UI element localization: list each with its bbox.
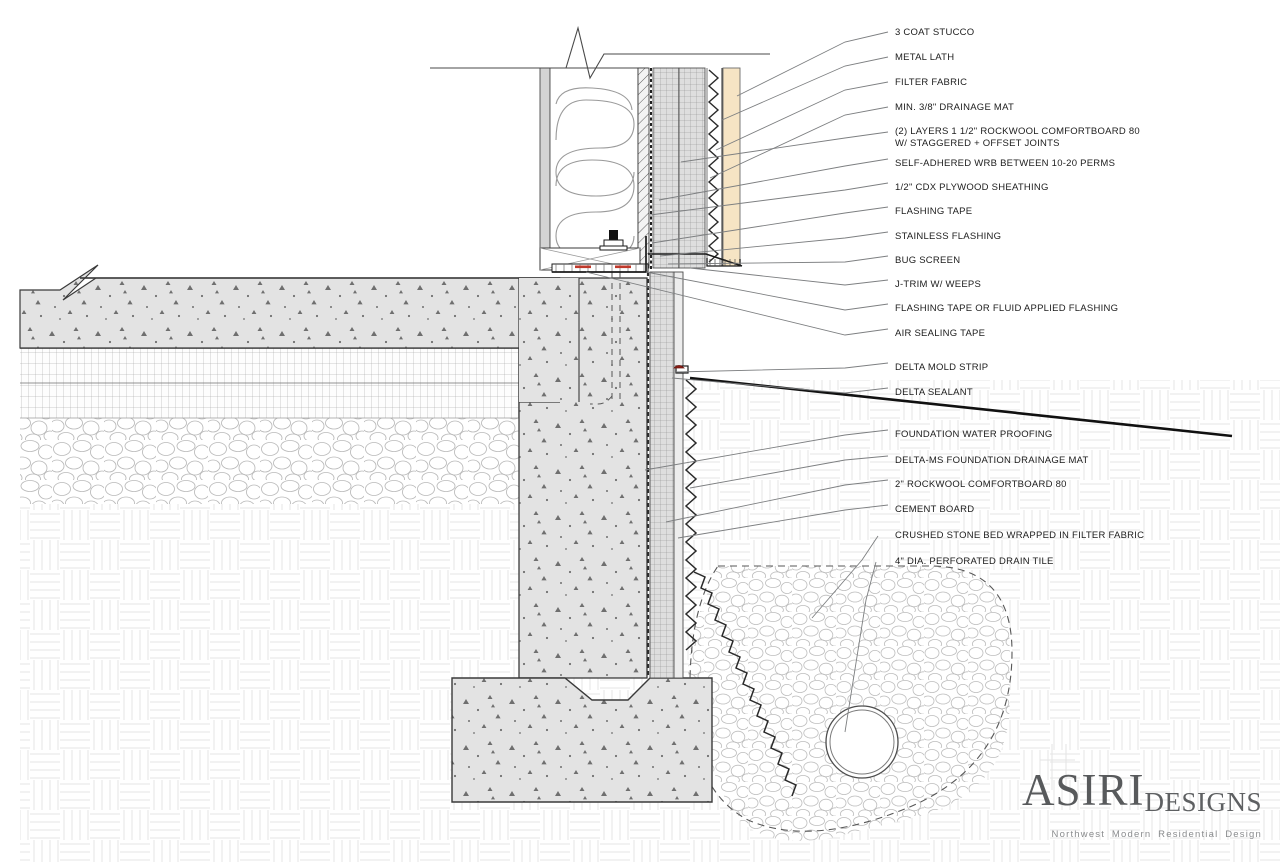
framed-wall-above xyxy=(430,25,770,270)
three-coat-stucco xyxy=(722,67,741,267)
callout-filter-fabric: FILTER FABRIC xyxy=(895,77,968,88)
callout-bug-screen: BUG SCREEN xyxy=(895,255,961,266)
callout-rockwool-layers: (2) LAYERS 1 1/2" ROCKWOOL COMFORTBOARD … xyxy=(895,126,1140,149)
callout-drainage-mat: MIN. 3/8" DRAINAGE MAT xyxy=(895,102,1015,113)
wall-drainage-mat xyxy=(707,69,720,263)
sill-seal-accent-b xyxy=(615,265,631,269)
sub-slab-insulation xyxy=(20,347,520,419)
logo-brand-main: ASIRI xyxy=(1021,765,1145,815)
sill-seal-accent-a xyxy=(575,265,591,269)
plywood-sheathing xyxy=(637,67,650,269)
sill-assembly xyxy=(539,230,649,273)
sill-seal-strip xyxy=(551,263,649,273)
callout-foundation-water-proofing: FOUNDATION WATER PROOFING xyxy=(895,429,1053,440)
callout-delta-ms-drainage-mat: DELTA-MS FOUNDATION DRAINAGE MAT xyxy=(895,455,1089,466)
rockwool-layer-1 xyxy=(652,67,680,269)
anchor-bolt xyxy=(599,230,628,251)
callout-flashing-tape: FLASHING TAPE xyxy=(895,206,973,217)
bug-screen xyxy=(709,259,736,266)
delta-sealant-bead xyxy=(673,365,685,369)
delta-mold-and-sealant xyxy=(673,365,689,374)
callout-stainless-flashing: STAINLESS FLASHING xyxy=(895,231,1002,242)
callout-delta-sealant: DELTA SEALANT xyxy=(895,387,973,398)
callout-self-adhered-wrb: SELF-ADHERED WRB BETWEEN 10-20 PERMS xyxy=(895,158,1116,169)
concrete-slab xyxy=(19,264,561,349)
gravel-base-under-slab xyxy=(20,418,520,504)
rockwool-layer-2 xyxy=(678,67,706,269)
foundation-cement-board xyxy=(673,271,684,679)
logo-brand: ASIRIDESIGNS xyxy=(1022,768,1262,824)
foundation-stem-wall xyxy=(518,272,648,679)
logo-watermark-lines xyxy=(1040,744,1075,790)
callout-perforated-drain-tile: 4" DIA. PERFORATED DRAIN TILE xyxy=(895,556,1054,567)
callout-delta-mold-strip: DELTA MOLD STRIP xyxy=(895,362,989,373)
callout-cement-board: CEMENT BOARD xyxy=(895,504,975,515)
logo-brand-sub: DESIGNS xyxy=(1144,787,1262,817)
callout-cdx-plywood-sheathing: 1/2" CDX PLYWOOD SHEATHING xyxy=(895,182,1049,193)
perforated-drain-tile xyxy=(825,705,899,779)
delta-ms-drainage-mat xyxy=(684,379,797,797)
j-trim-with-weeps xyxy=(706,258,741,267)
callout-rockwool-2in: 2" ROCKWOOL COMFORTBOARD 80 xyxy=(895,479,1067,490)
asiri-designs-logo: ASIRIDESIGNS Northwest Modern Residentia… xyxy=(1022,768,1262,841)
crushed-stone-bed xyxy=(688,565,1013,841)
foundation-rockwool xyxy=(649,271,675,679)
callout-j-trim-with-weeps: J-TRIM W/ WEEPS xyxy=(895,279,982,290)
callout-flashing-tape-fluid: FLASHING TAPE OR FLUID APPLIED FLASHING xyxy=(895,303,1119,314)
leader-lines xyxy=(585,31,889,733)
logo-tagline: Northwest Modern Residential Design xyxy=(1051,829,1262,840)
concrete-footing xyxy=(451,677,713,803)
break-line-wall xyxy=(430,25,770,80)
callout-air-sealing-tape: AIR SEALING TAPE xyxy=(895,328,986,339)
callout-3-coat-stucco: 3 COAT STUCCO xyxy=(895,27,975,38)
callout-metal-lath: METAL LATH xyxy=(895,52,955,63)
callout-crushed-stone-bed: CRUSHED STONE BED WRAPPED IN FILTER FABR… xyxy=(895,530,1145,541)
